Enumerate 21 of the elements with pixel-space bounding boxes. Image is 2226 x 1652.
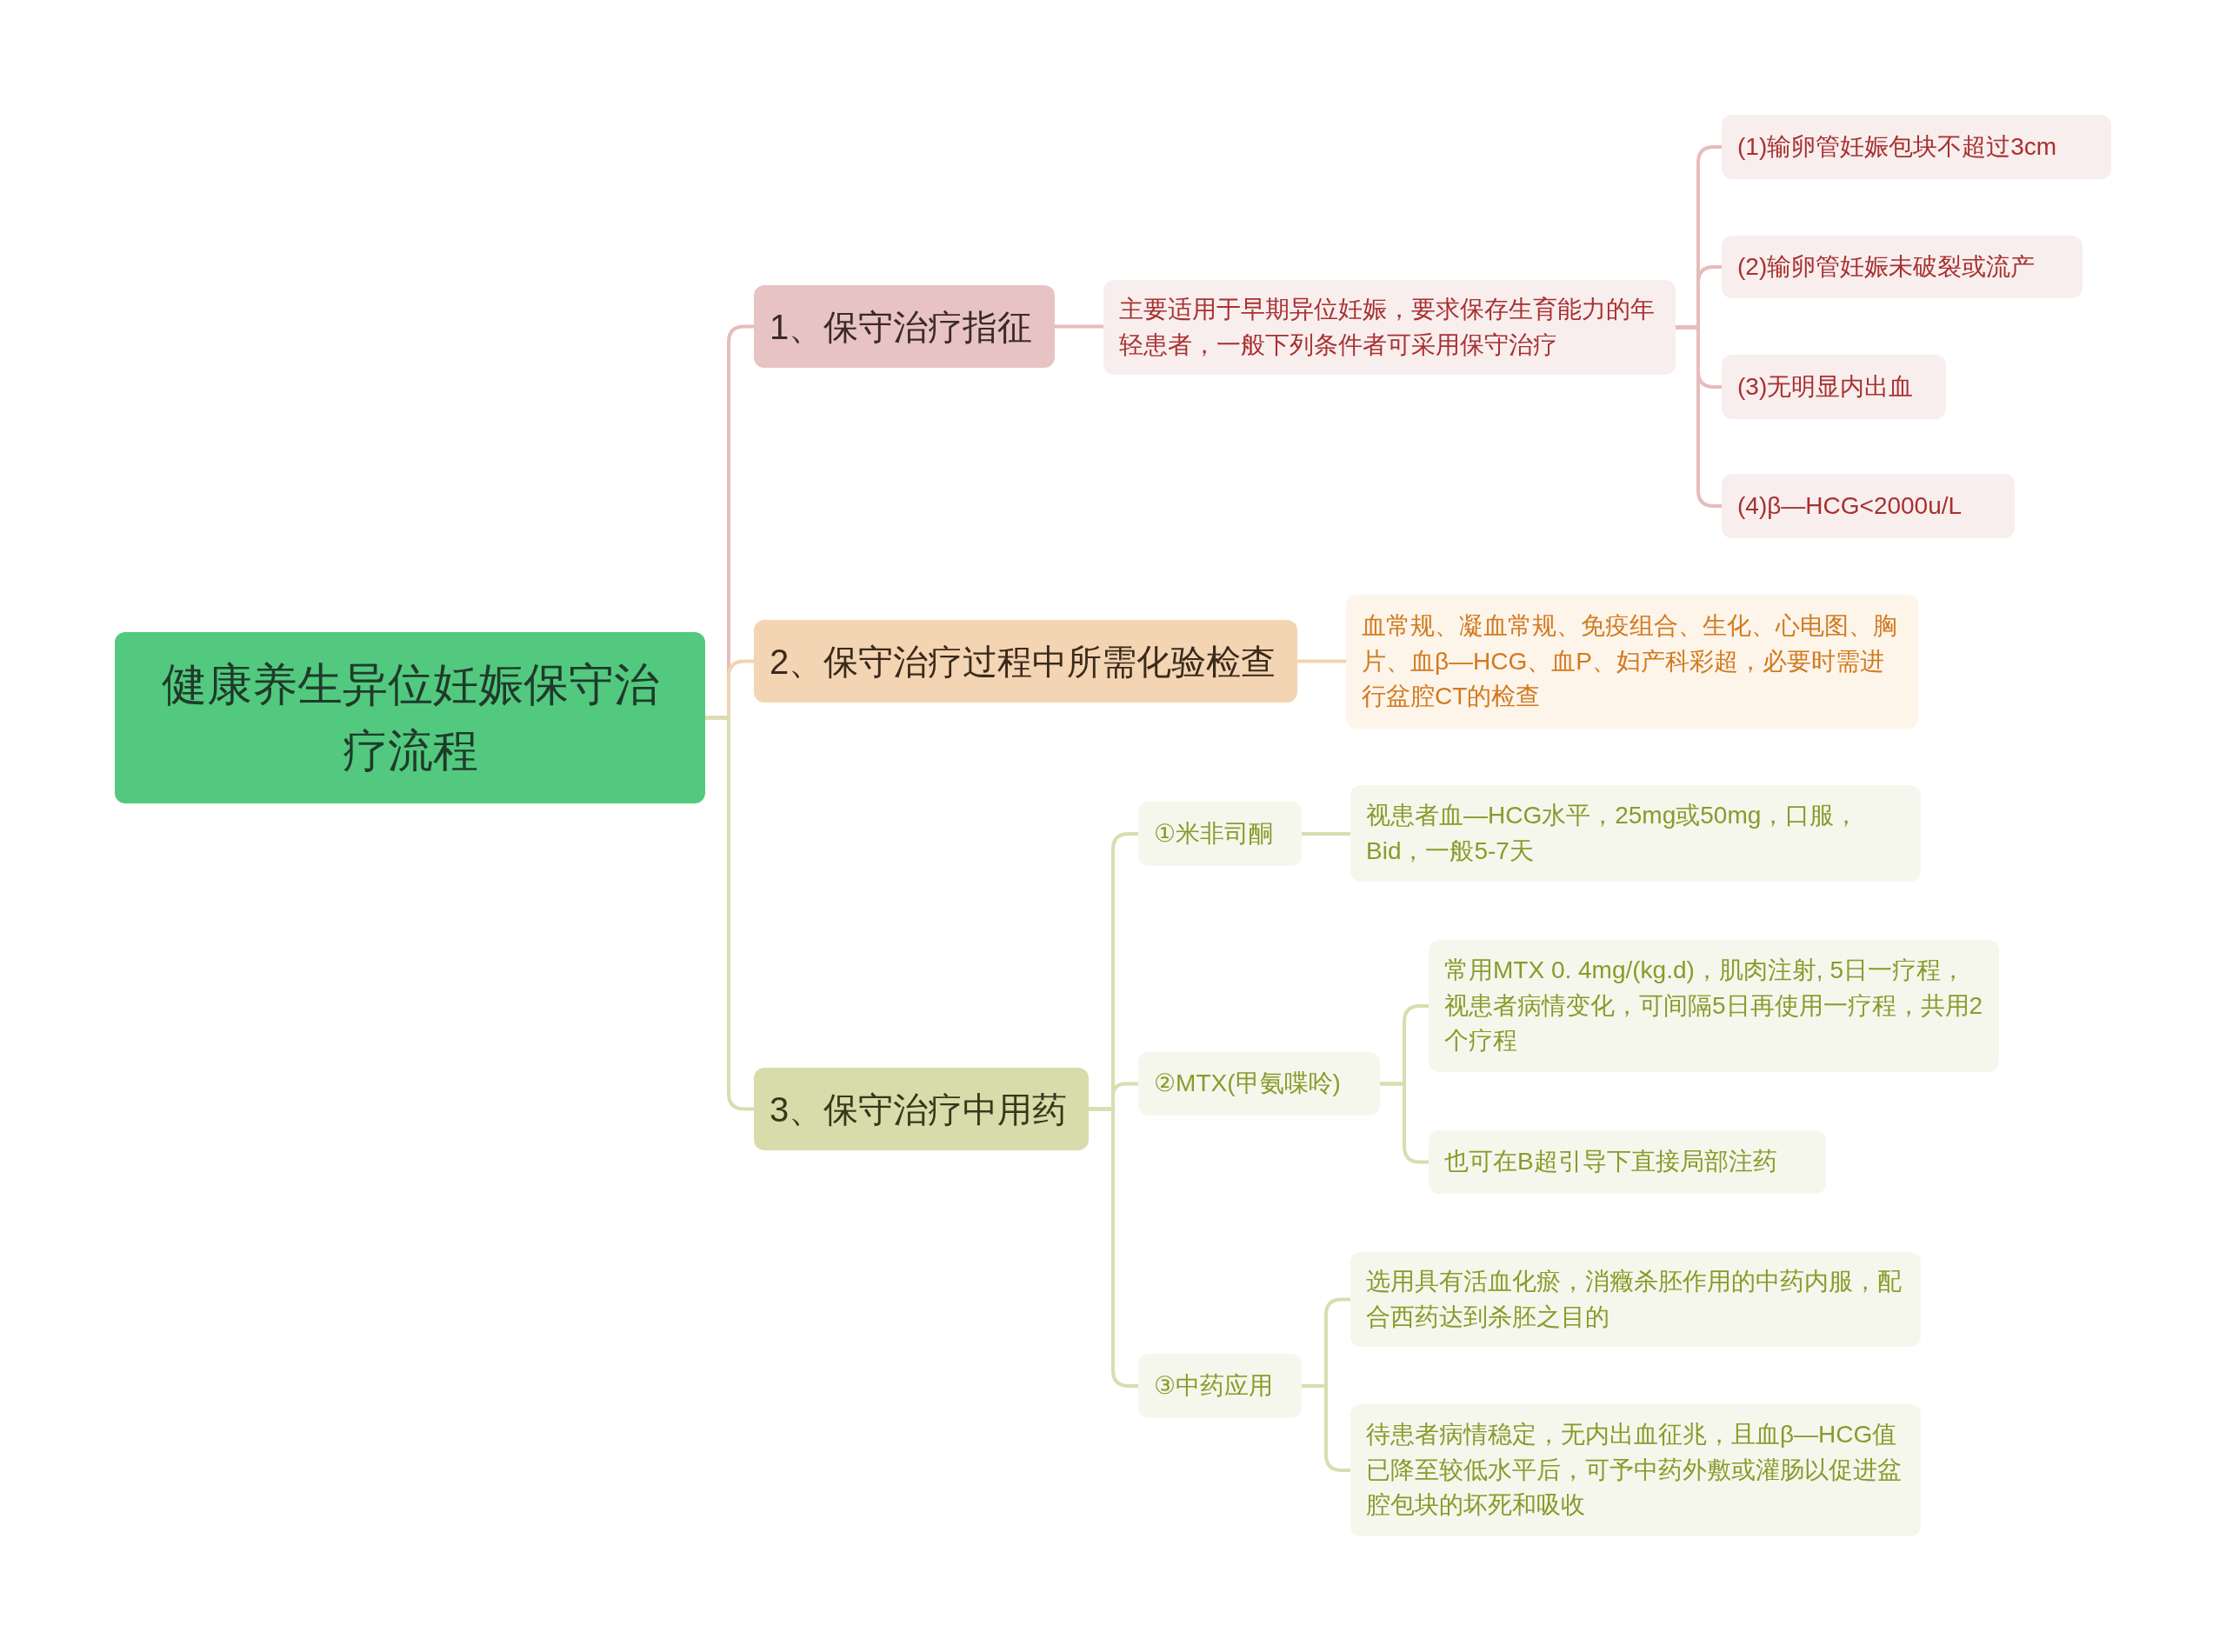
- branch-topic-box: 3、保守治疗中用药: [754, 1068, 1089, 1150]
- condition-box: (4)β—HCG<2000u/L: [1722, 474, 2015, 538]
- condition-box: (2)输卵管妊娠未破裂或流产: [1722, 236, 2083, 298]
- condition-box: (1)输卵管妊娠包块不超过3cm: [1722, 115, 2111, 179]
- drug-box: ①米非司酮: [1138, 802, 1302, 866]
- detail-box: 主要适用于早期异位妊娠，要求保存生育能力的年轻患者，一般下列条件者可采用保守治疗: [1103, 280, 1676, 375]
- drug-box: ②MTX(甲氨喋呤): [1138, 1052, 1380, 1116]
- connector-line: [1297, 659, 1346, 663]
- detail-box: 选用具有活血化瘀，消癥杀胚作用的中药内服，配合西药达到杀胚之目的: [1350, 1252, 1921, 1347]
- detail-box: 待患者病情稳定，无内出血征兆，且血β—HCG值已降至较低水平后，可予中药外敷或灌肠以促进盆腔包块的坏死和吸收: [1350, 1404, 1921, 1536]
- condition-box: (3)无明显内出血: [1722, 355, 1946, 419]
- detail-box: 血常规、凝血常规、免疫组合、生化、心电图、胸片、血β—HCG、血P、妇产科彩超，必要时需进行盆腔CT的检查: [1346, 595, 1918, 729]
- detail-box: 常用MTX 0. 4mg/(kg.d)，肌肉注射, 5日一疗程，视患者病情变化，可间隔5日再使用一疗程，共用2个疗程: [1429, 940, 1999, 1072]
- connector-line: [1055, 324, 1103, 329]
- drug-box: ③中药应用: [1138, 1354, 1302, 1418]
- branch-topic-box: 1、保守治疗指征: [754, 285, 1055, 368]
- root-topic-box: 健康养生异位妊娠保守治疗流程: [115, 632, 705, 803]
- connector-line: [1302, 832, 1350, 836]
- detail-box: 视患者血—HCG水平，25mg或50mg，口服，Bid，一般5-7天: [1350, 785, 1921, 882]
- branch-topic-box: 2、保守治疗过程中所需化验检查: [754, 620, 1297, 703]
- detail-box: 也可在B超引导下直接局部注药: [1429, 1130, 1826, 1194]
